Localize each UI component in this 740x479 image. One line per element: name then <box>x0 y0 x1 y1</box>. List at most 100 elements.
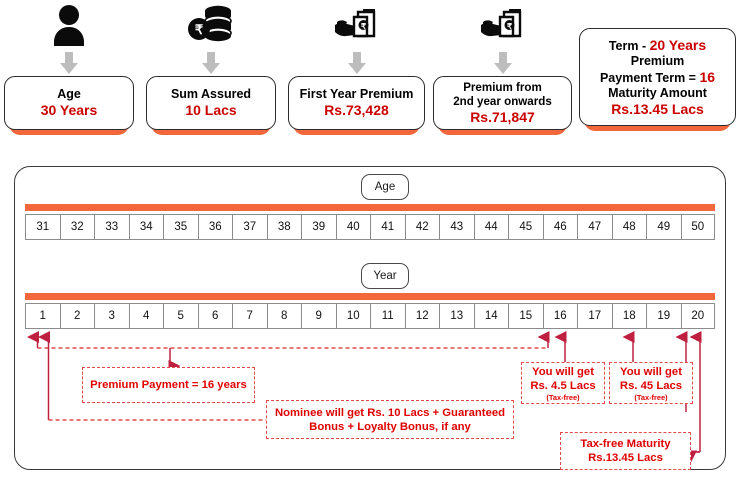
ppt-key: Payment Term = <box>599 70 700 85</box>
payout-18-note: You will get Rs. 45 Lacs (Tax-free) <box>609 362 693 404</box>
year-cell[interactable]: 11 <box>370 303 405 329</box>
year-cell[interactable]: 13 <box>439 303 474 329</box>
age-cell[interactable]: 47 <box>577 214 612 240</box>
age-pill: Age <box>361 174 409 200</box>
subsequent-premium-value: Rs.71,847 <box>470 108 535 125</box>
top-card-first-year-premium: ₹ First Year Premium Rs.73,428 <box>288 0 425 135</box>
year-orange-bar <box>25 293 715 300</box>
svg-text:₹: ₹ <box>360 22 365 31</box>
nominee-note-line2: Bonus + Loyalty Bonus, if any <box>309 420 471 433</box>
age-cell[interactable]: 42 <box>404 214 439 240</box>
premium-word: Premium <box>630 53 685 68</box>
age-cell[interactable]: 36 <box>197 214 232 240</box>
term-line: Term - 20 Years <box>609 37 706 54</box>
payout-18-line1: You will get <box>620 365 682 378</box>
year-cell[interactable]: 19 <box>646 303 681 329</box>
age-cell[interactable]: 32 <box>59 214 94 240</box>
age-cell[interactable]: 39 <box>301 214 336 240</box>
payout-18-line2: Rs. 45 Lacs <box>619 379 683 392</box>
year-cell[interactable]: 7 <box>232 303 267 329</box>
year-cell[interactable]: 5 <box>163 303 198 329</box>
card-holder-term-summary: Term - 20 Years Premium Payment Term = 1… <box>579 28 736 131</box>
maturity-note-line2: Rs.13.45 Lacs <box>588 452 663 464</box>
age-orange-bar <box>25 204 715 211</box>
age-cell[interactable]: 35 <box>163 214 198 240</box>
term-summary-card[interactable]: Term - 20 Years Premium Payment Term = 1… <box>579 28 736 126</box>
ppt-value: 16 <box>699 68 716 85</box>
year-cell[interactable]: 8 <box>266 303 301 329</box>
svg-text:₹: ₹ <box>506 22 511 31</box>
sum-assured-label: Sum Assured <box>170 87 252 101</box>
payout-16-note: You will get Rs. 4.5 Lacs (Tax-free) <box>521 362 605 404</box>
year-cell[interactable]: 16 <box>542 303 577 329</box>
premium-payment-note: Premium Payment = 16 years <box>82 367 255 403</box>
premium-payment-note-text: Premium Payment = 16 years <box>90 379 247 391</box>
sum-assured-card[interactable]: Sum Assured 10 Lacs <box>146 76 276 130</box>
arrow-down-icon <box>433 52 572 76</box>
year-pill: Year <box>361 263 409 289</box>
svg-text:₹: ₹ <box>195 22 204 37</box>
age-cell[interactable]: 49 <box>646 214 681 240</box>
hand-cash-icon: ₹ <box>288 0 425 52</box>
age-cell[interactable]: 31 <box>25 214 60 240</box>
term-value: 20 Years <box>649 36 707 53</box>
age-cell[interactable]: 45 <box>508 214 543 240</box>
age-cell[interactable]: 48 <box>611 214 646 240</box>
payout-16-taxfree: (Tax-free) <box>546 392 580 402</box>
age-cell[interactable]: 44 <box>473 214 508 240</box>
payout-18-taxfree: (Tax-free) <box>634 392 668 402</box>
first-year-premium-card[interactable]: First Year Premium Rs.73,428 <box>288 76 425 130</box>
age-cell[interactable]: 38 <box>266 214 301 240</box>
year-cell[interactable]: 17 <box>577 303 612 329</box>
year-cell-row: 1 2 3 4 5 6 7 8 9 10 11 12 13 14 15 16 1… <box>25 303 715 329</box>
year-cell[interactable]: 20 <box>680 303 715 329</box>
age-card-label: Age <box>57 87 81 101</box>
year-cell[interactable]: 6 <box>197 303 232 329</box>
coins-rupee-icon: ₹ <box>146 0 276 52</box>
age-cell[interactable]: 41 <box>370 214 405 240</box>
maturity-amount-label: Maturity Amount <box>608 85 707 100</box>
first-year-premium-value: Rs.73,428 <box>324 102 389 118</box>
top-card-term-summary: Term - 20 Years Premium Payment Term = 1… <box>579 0 736 131</box>
card-holder-sum-assured: Sum Assured 10 Lacs <box>146 76 276 135</box>
subsequent-premium-label-2: 2nd year onwards <box>453 94 552 108</box>
card-holder-subsequent-premium: Premium from 2nd year onwards Rs.71,847 <box>433 76 572 135</box>
age-cell[interactable]: 33 <box>94 214 129 240</box>
age-cell[interactable]: 37 <box>232 214 267 240</box>
age-card-value: 30 Years <box>40 102 98 118</box>
year-cell[interactable]: 15 <box>508 303 543 329</box>
sum-assured-value: 10 Lacs <box>185 102 237 118</box>
age-cell[interactable]: 50 <box>680 214 715 240</box>
year-cell[interactable]: 3 <box>94 303 129 329</box>
maturity-note-line1: Tax-free Maturity <box>580 438 671 450</box>
maturity-amount-value: Rs.13.45 Lacs <box>611 100 704 117</box>
person-icon <box>4 0 134 52</box>
year-cell[interactable]: 9 <box>301 303 336 329</box>
top-card-subsequent-premium: ₹ Premium from 2nd year onwards Rs.71,84… <box>433 0 572 135</box>
nominee-note-line1: Nominee will get Rs. 10 Lacs + Guarantee… <box>274 406 506 419</box>
top-card-age: Age 30 Years <box>4 0 134 135</box>
age-cell[interactable]: 43 <box>439 214 474 240</box>
term-key: Term - <box>608 38 650 53</box>
subsequent-premium-card[interactable]: Premium from 2nd year onwards Rs.71,847 <box>433 76 572 130</box>
nominee-note: Nominee will get Rs. 10 Lacs + Guarantee… <box>266 400 514 439</box>
year-cell[interactable]: 12 <box>404 303 439 329</box>
age-cell-row: 31 32 33 34 35 36 37 38 39 40 41 42 43 4… <box>25 214 715 240</box>
age-card[interactable]: Age 30 Years <box>4 76 134 130</box>
arrow-down-icon <box>4 52 134 76</box>
year-cell[interactable]: 10 <box>335 303 370 329</box>
ppt-line: Payment Term = 16 <box>600 69 715 86</box>
arrow-down-icon <box>288 52 425 76</box>
year-cell[interactable]: 14 <box>473 303 508 329</box>
year-cell[interactable]: 18 <box>611 303 646 329</box>
first-year-premium-label: First Year Premium <box>299 87 414 101</box>
maturity-note: Tax-free Maturity Rs.13.45 Lacs <box>560 432 691 470</box>
age-cell[interactable]: 34 <box>128 214 163 240</box>
age-cell[interactable]: 40 <box>335 214 370 240</box>
year-cell[interactable]: 2 <box>59 303 94 329</box>
year-cell[interactable]: 4 <box>128 303 163 329</box>
year-cell[interactable]: 1 <box>25 303 60 329</box>
payout-16-line1: You will get <box>532 365 594 378</box>
age-cell[interactable]: 46 <box>542 214 577 240</box>
